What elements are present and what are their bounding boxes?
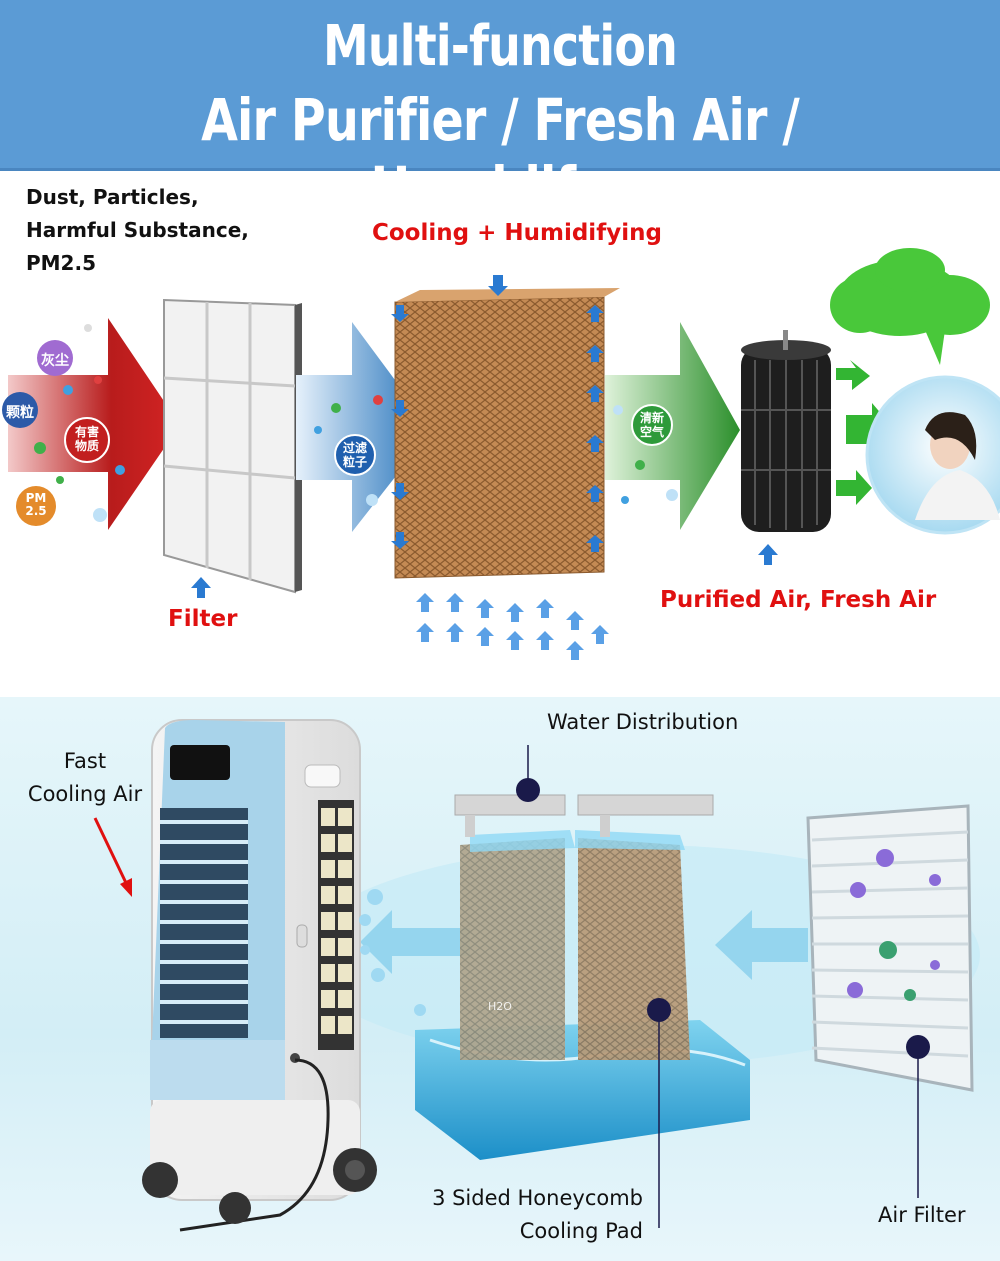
- honeycomb-label: 3 Sided Honeycomb Cooling Pad: [428, 1182, 643, 1248]
- water-distribution-label: Water Distribution: [547, 710, 739, 734]
- title-line-1: Multi-function: [323, 14, 678, 79]
- cooling-pointer-line: [93, 817, 129, 886]
- filter-label: Filter: [168, 606, 238, 632]
- h2o-marking: H2O: [488, 1000, 512, 1013]
- cooling-pointer-head: [120, 878, 132, 897]
- cooling-humidifying-label: Cooling + Humidifying: [372, 220, 662, 246]
- filtered-air-arrow: [296, 322, 432, 532]
- blower-fan: [741, 330, 831, 532]
- fast-cooling-label: Fast Cooling Air: [20, 745, 150, 811]
- water-flow-arrows: [391, 275, 604, 552]
- pollutants-line-2: Harmful Substance,: [26, 218, 249, 242]
- cooled-air-arrow: [360, 910, 470, 974]
- air-filter-panel: [806, 804, 974, 1092]
- water-bar-right: [577, 794, 714, 816]
- harmful-bubble-text: 有害 物质: [74, 425, 99, 453]
- pollutants-line-1: Dust, Particles,: [26, 185, 199, 209]
- purified-air-label: Purified Air, Fresh Air: [660, 587, 937, 613]
- honeycomb-pad-3d: [460, 830, 690, 1060]
- filtered-particle-bubble: [334, 434, 376, 476]
- particle-bubble-text: 颗粒: [6, 405, 34, 421]
- filter-up-arrow: [191, 577, 211, 598]
- title-line-2: Air Purifier / Fresh Air / Humidifer: [201, 86, 800, 222]
- dust-bubble: [37, 340, 73, 376]
- fresh-air-sphere: [865, 375, 1000, 535]
- fast-cooling-line-1: Fast: [63, 749, 107, 773]
- fan-up-arrow: [758, 544, 778, 565]
- intake-air-arrow: [715, 910, 808, 980]
- title-banner: Multi-function Air Purifier / Fresh Air …: [0, 0, 1000, 222]
- fresh-air-bubble: [631, 404, 673, 446]
- dust-bubble-text: 灰尘: [41, 353, 69, 369]
- pollutants-label: Dust, Particles, Harmful Substance, PM2.…: [26, 181, 249, 280]
- honeycomb-line-1: 3 Sided Honeycomb: [432, 1186, 643, 1210]
- honeycomb-line-2: Cooling Pad: [519, 1219, 643, 1243]
- pm25-bubble: [16, 486, 56, 526]
- fast-cooling-line-2: Cooling Air: [27, 782, 143, 806]
- water-bar-left: [454, 794, 566, 816]
- filtered-bubble-text: 过滤 粒子: [342, 441, 367, 469]
- air-cooler: [142, 719, 377, 1232]
- honeycomb-pad-top: [394, 288, 620, 579]
- air-filter-label: Air Filter: [878, 1203, 966, 1227]
- pm25-bubble-text: PM 2.5: [25, 491, 47, 518]
- pollutants-line-3: PM2.5: [26, 251, 96, 275]
- fresh-bubble-text: 清新 空气: [639, 411, 664, 439]
- harmful-bubble: [64, 417, 110, 463]
- speech-cloud: [830, 248, 990, 365]
- particle-bubble: [2, 392, 38, 428]
- intake-arrows: [416, 593, 609, 660]
- mesh-filter: [163, 298, 302, 594]
